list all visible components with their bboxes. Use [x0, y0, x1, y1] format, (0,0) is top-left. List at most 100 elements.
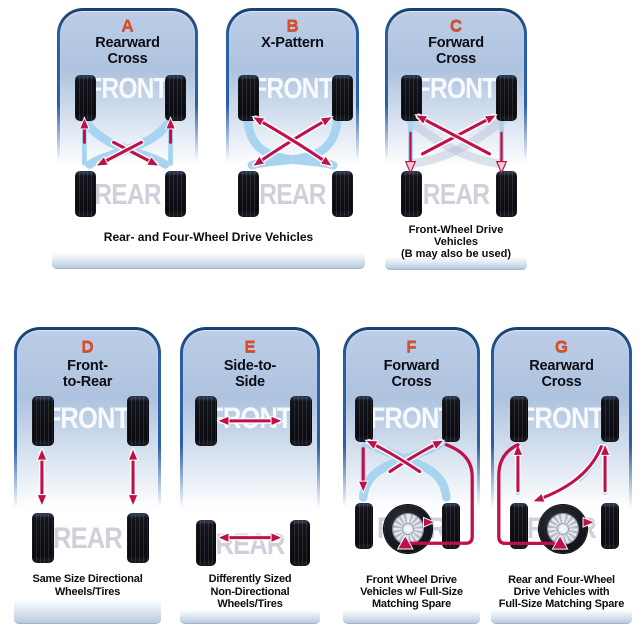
caption-g: Rear and Four-Wheel Drive Vehicles with …: [491, 574, 632, 610]
panel-g-title: Rearward Cross: [494, 358, 629, 390]
tire-front-right: [442, 396, 460, 442]
title-line: Cross: [435, 50, 477, 67]
tire-rear-left: [238, 171, 259, 217]
panel-e: E Side-to- Side FRONT REAR: [180, 327, 320, 572]
rear-label: REAR: [94, 179, 161, 211]
tire-rear-right: [332, 171, 353, 217]
panel-d: D Front- to-Rear FRONT REAR: [14, 327, 161, 572]
panel-f: F Forward Cross FRONT REAR: [343, 327, 480, 572]
spare-wheel: [384, 505, 432, 553]
tire-front-left: [238, 75, 259, 121]
panel-g: G Rearward Cross FRONT REAR: [491, 327, 632, 572]
caption-d: Same Size Directional Wheels/Tires: [14, 573, 161, 598]
caption-line: Wheels/Tires: [217, 598, 283, 610]
group-ab: A Rearward Cross FRONT REAR: [52, 8, 365, 269]
panel-d-background: D Front- to-Rear FRONT REAR: [17, 330, 158, 572]
tire-rear-left: [75, 171, 96, 217]
panel-b-rotation-arrows: [229, 115, 356, 168]
caption-line: Same Size Directional: [32, 573, 143, 585]
front-label: FRONT: [252, 73, 333, 105]
bottom-bar-ab: [52, 253, 365, 269]
arrow-fl-to-spare: [497, 443, 555, 546]
panel-g-background: G Rearward Cross FRONT REAR: [494, 330, 629, 572]
title-line: X-Pattern: [261, 35, 324, 51]
arrow-fr-to-spare: [407, 443, 474, 545]
bottom-bar-f: [343, 610, 480, 624]
tire-front-right: [332, 75, 353, 121]
panel-g-rotation-arrows: [497, 330, 629, 550]
arrowhead-into-spare: [396, 534, 414, 550]
title-line: Cross: [107, 50, 148, 67]
title-line: to-Rear: [62, 373, 113, 390]
panel-d-rotation-arrows: [17, 330, 158, 572]
tire-rear-left: [401, 171, 422, 217]
tire-front-left: [510, 396, 528, 442]
caption-line: Differently Sized: [208, 573, 292, 585]
panel-c-rotation-arrows: [388, 113, 524, 222]
caption-line: Front-Wheel Drive: [408, 224, 504, 236]
tire-front-right: [496, 75, 517, 121]
tire-rear-right: [290, 520, 310, 566]
tire-rear-right: [442, 503, 460, 549]
arrow-fl-to-rr: [112, 140, 156, 164]
front-label: FRONT: [369, 402, 454, 435]
front-label: FRONT: [415, 73, 497, 105]
front-label: FRONT: [87, 73, 168, 105]
panel-d-letter: D: [81, 337, 94, 356]
tire-front-left: [32, 396, 54, 446]
tire-rear-right: [165, 171, 186, 217]
group-d: D Front- to-Rear FRONT REAR: [14, 327, 161, 624]
tire-front-right: [290, 396, 312, 446]
title-line: Side: [235, 373, 265, 390]
caption-line: Wheels/Tires: [54, 585, 121, 598]
arrow-rr-fl-both: [256, 118, 330, 164]
tire-rear-left: [196, 520, 216, 566]
panel-c-background: C Forward Cross FRONT REAR: [388, 11, 524, 222]
tire-rear-right: [496, 171, 517, 217]
front-label: FRONT: [519, 402, 604, 435]
panel-a-background: A Rearward Cross FRONT REAR: [60, 11, 195, 222]
rear-label: REAR: [259, 179, 326, 211]
tire-rear-left: [510, 503, 528, 549]
panel-e-background: E Side-to- Side FRONT REAR: [183, 330, 317, 572]
panel-e-title: Side-to- Side: [183, 358, 317, 390]
group-f: F Forward Cross FRONT REAR: [343, 327, 480, 624]
caption-line: Drive Vehicles with: [513, 586, 610, 598]
panel-b-title: X-Pattern: [229, 35, 356, 52]
arrow-rr-to-fl: [419, 117, 492, 156]
tire-front-right: [165, 75, 186, 121]
group-e: E Side-to- Side FRONT REAR: [180, 327, 320, 624]
tire-front-left: [401, 75, 422, 121]
panel-b: B X-Pattern FRONT REAR: [226, 8, 359, 222]
caption-e: Differently Sized Non-Directional Wheels…: [180, 573, 320, 611]
caption-line: Vehicles w/ Full-Size: [360, 586, 463, 598]
tire-front-right: [127, 396, 149, 446]
arrow-fr-to-rl: [99, 140, 143, 164]
caption-ab: Rear- and Four-Wheel Drive Vehicles: [103, 230, 314, 244]
group-g: G Rearward Cross FRONT REAR: [491, 327, 632, 624]
title-line: Rearward: [95, 35, 160, 51]
band-ghost-cross-1: [406, 116, 503, 168]
tire-front-left: [195, 396, 217, 446]
arrow-fr-to-rl: [536, 445, 603, 501]
panel-e-rotation-arrows: [183, 330, 317, 572]
title-line: Side-to-: [223, 358, 277, 374]
bottom-bar-g: [491, 610, 632, 624]
panel-f-background: F Forward Cross FRONT REAR: [346, 330, 477, 572]
arrow-rl-to-fr: [388, 442, 441, 474]
tire-front-left: [355, 396, 373, 442]
caption-line: Full-Size Matching Spare: [498, 598, 625, 610]
panel-d-title: Front- to-Rear: [17, 358, 158, 390]
panel-f-letter: F: [406, 337, 417, 356]
panel-a-letter: A: [121, 16, 134, 35]
group-c: C Forward Cross FRONT REAR: [385, 8, 527, 270]
tire-front-left: [75, 75, 96, 121]
title-line: Forward: [428, 35, 484, 51]
front-label: FRONT: [45, 402, 130, 435]
panel-b-background: B X-Pattern FRONT REAR: [229, 11, 356, 222]
arrow-rr-to-fl: [369, 442, 422, 474]
title-line: Front-: [67, 358, 108, 374]
panel-c-title: Forward Cross: [388, 35, 524, 67]
caption-f: Front Wheel Drive Vehicles w/ Full-Size …: [343, 574, 480, 610]
